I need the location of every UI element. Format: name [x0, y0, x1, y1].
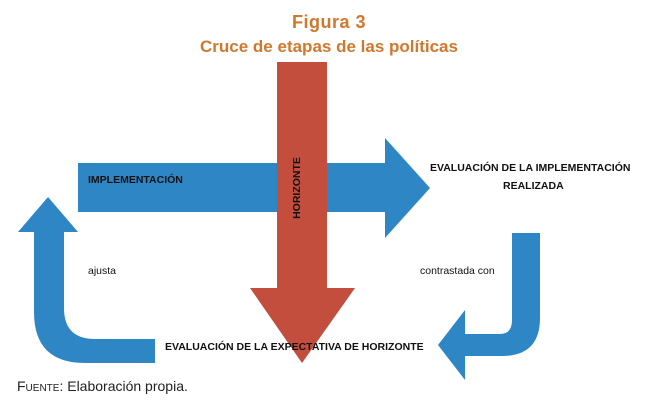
evaluation-implementation-label-line2: REALIZADA [503, 180, 564, 192]
horizon-label: HORIZONTE [290, 157, 303, 219]
evaluation-horizon-label: EVALUACIÓN DE LA EXPECTATIVA DE HORIZONT… [165, 341, 424, 353]
implementation-arrow [78, 138, 430, 238]
implementation-label: IMPLEMENTACIÓN [88, 174, 183, 186]
source-text: Elaboración propia. [67, 378, 188, 394]
source-prefix: Fuente: [17, 378, 64, 394]
evaluation-implementation-label-line1: EVALUACIÓN DE LA IMPLEMENTACIÓN [430, 162, 631, 174]
figure-title: Cruce de etapas de las políticas [200, 37, 458, 56]
horizon-arrow [250, 62, 355, 363]
source-note: Fuente: Elaboración propia. [17, 378, 188, 394]
figure-label: Figura 3 [291, 12, 366, 32]
contrasted-label: contrastada con [420, 265, 495, 277]
adjust-label: ajusta [88, 265, 117, 277]
adjust-arrow [18, 197, 155, 363]
contrast-arrow [438, 233, 540, 380]
